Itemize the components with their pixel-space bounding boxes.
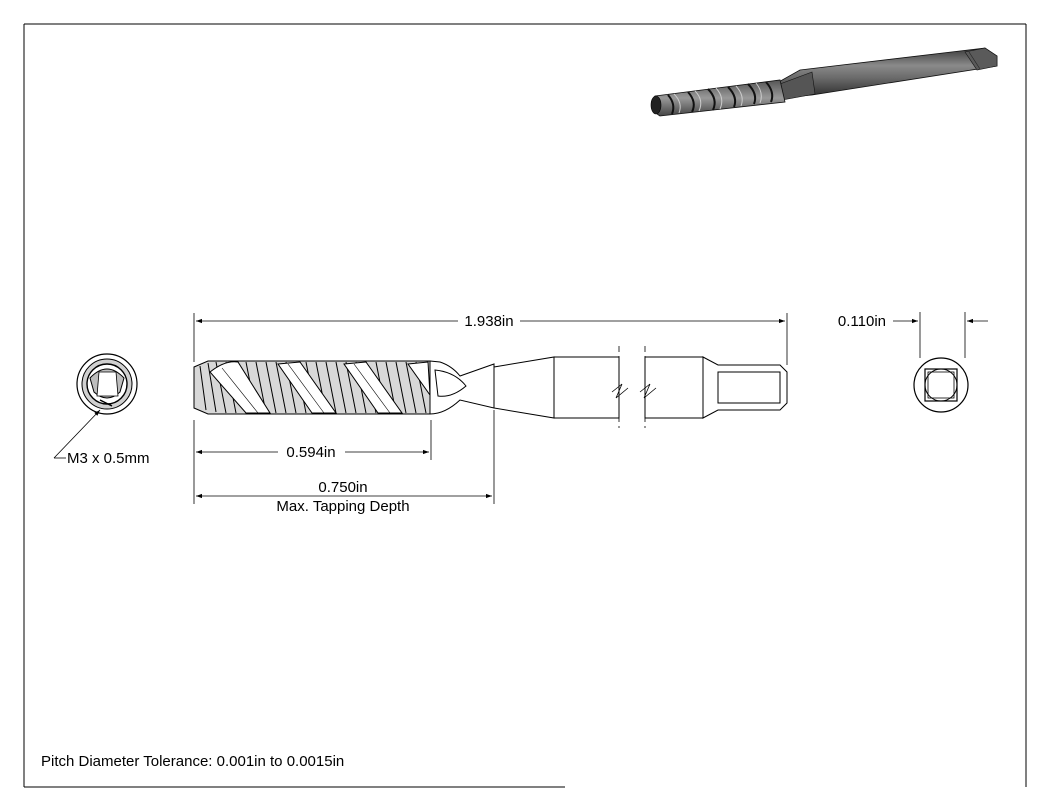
pitch-tolerance-note: Pitch Diameter Tolerance: 0.001in to 0.0… <box>41 753 344 770</box>
drawing-frame <box>23 23 1027 788</box>
tapping-depth-value: 0.750in <box>318 479 367 496</box>
tap-side-view <box>193 346 788 428</box>
overall-length-label: 1.938in <box>464 313 513 330</box>
thread-length-dimension <box>193 420 432 504</box>
end-view-thread <box>76 353 138 415</box>
square-width-label: 0.110in <box>838 313 886 330</box>
overall-length-dimension <box>193 313 788 365</box>
thread-callout-label: M3 x 0.5mm <box>67 450 150 467</box>
tapping-depth-dimension <box>196 410 495 504</box>
tapping-depth-caption: Max. Tapping Depth <box>276 498 409 515</box>
thread-length-label: 0.594in <box>286 444 335 461</box>
isometric-tap-view <box>650 47 998 117</box>
square-width-dimension <box>893 312 988 358</box>
end-view-square <box>913 357 969 413</box>
thread-callout-leader <box>53 409 101 459</box>
